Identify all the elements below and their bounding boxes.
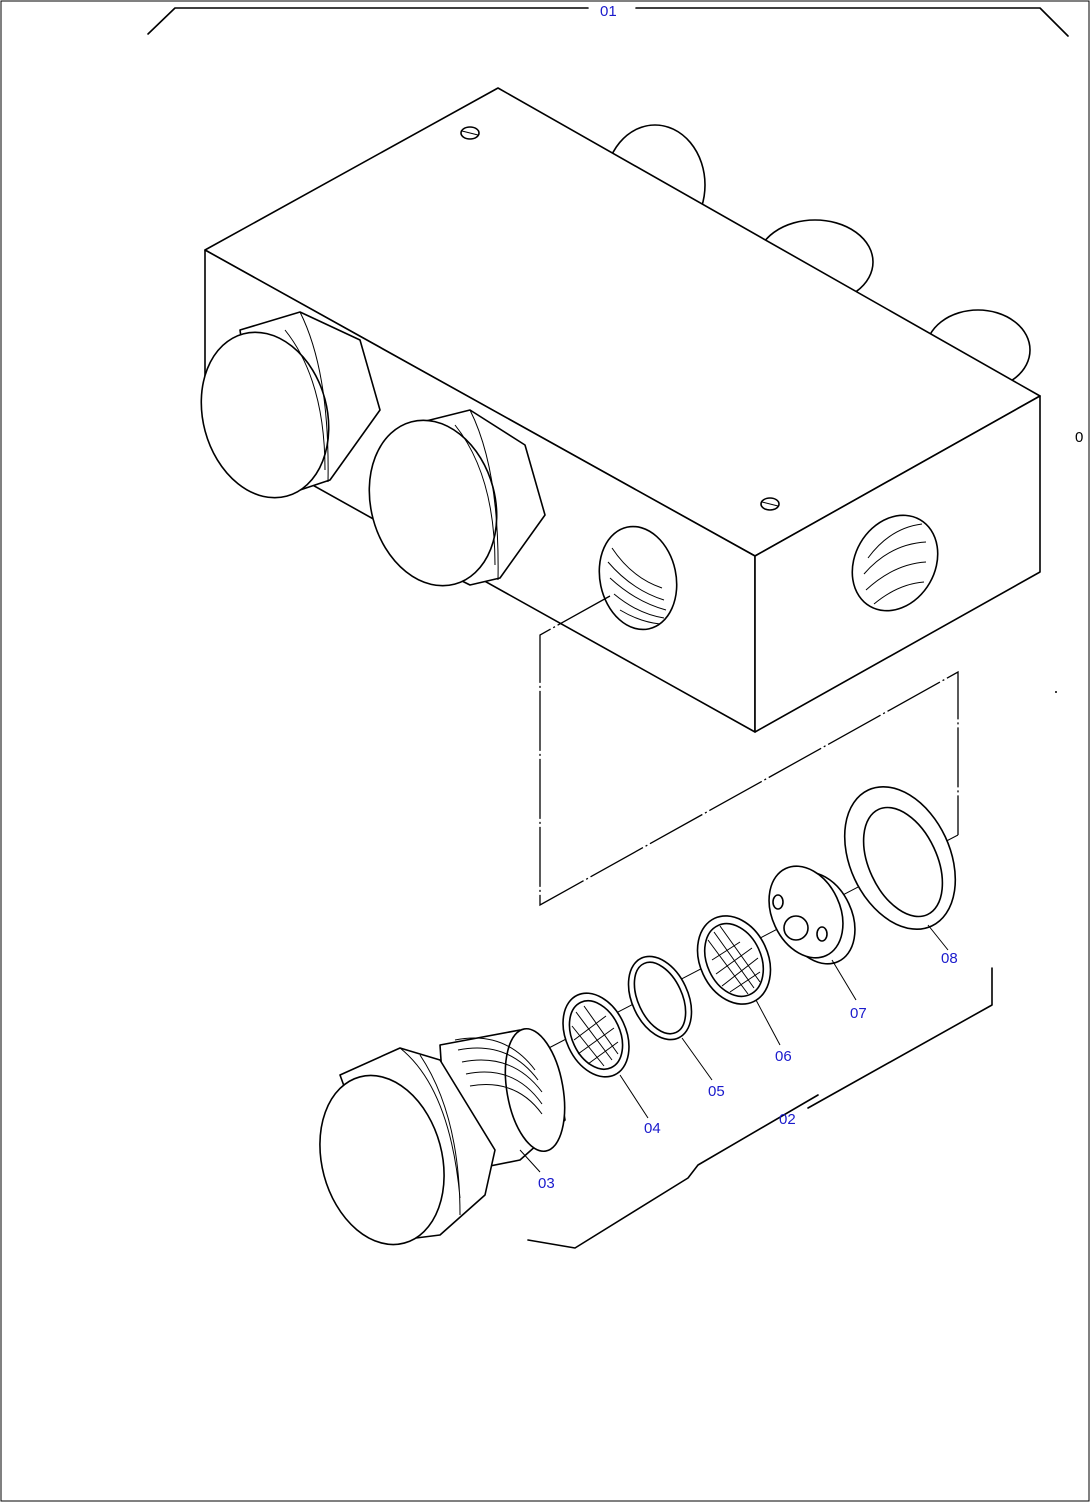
part-05-oring	[627, 955, 713, 1081]
callout-04: 04	[644, 1120, 661, 1137]
threaded-port-front	[598, 525, 678, 631]
callout-03: 03	[538, 1175, 555, 1192]
part-04-screen	[562, 992, 649, 1119]
callout-07: 07	[850, 1005, 867, 1022]
stray-dot	[1055, 691, 1057, 693]
part-03-plug	[319, 1027, 566, 1246]
part-08-seal	[843, 786, 957, 951]
bleed-screw-end	[760, 497, 780, 511]
bleed-screw-top	[460, 126, 480, 140]
callout-02: 02	[779, 1111, 796, 1128]
callout-01: 01	[600, 3, 617, 20]
hex-plug-middle	[368, 409, 546, 587]
kit-bracket-02	[527, 967, 993, 1249]
hex-plug-left	[200, 311, 381, 499]
assembly-bracket-01	[147, 7, 1069, 37]
callout-05: 05	[708, 1083, 725, 1100]
part-06-screen	[696, 915, 781, 1046]
valve-block	[200, 87, 1041, 733]
threaded-port-end	[851, 514, 939, 612]
callout-08: 08	[941, 950, 958, 967]
callout-06: 06	[775, 1048, 792, 1065]
part-07-disc	[768, 865, 857, 1001]
side-mark: 0	[1075, 429, 1083, 446]
